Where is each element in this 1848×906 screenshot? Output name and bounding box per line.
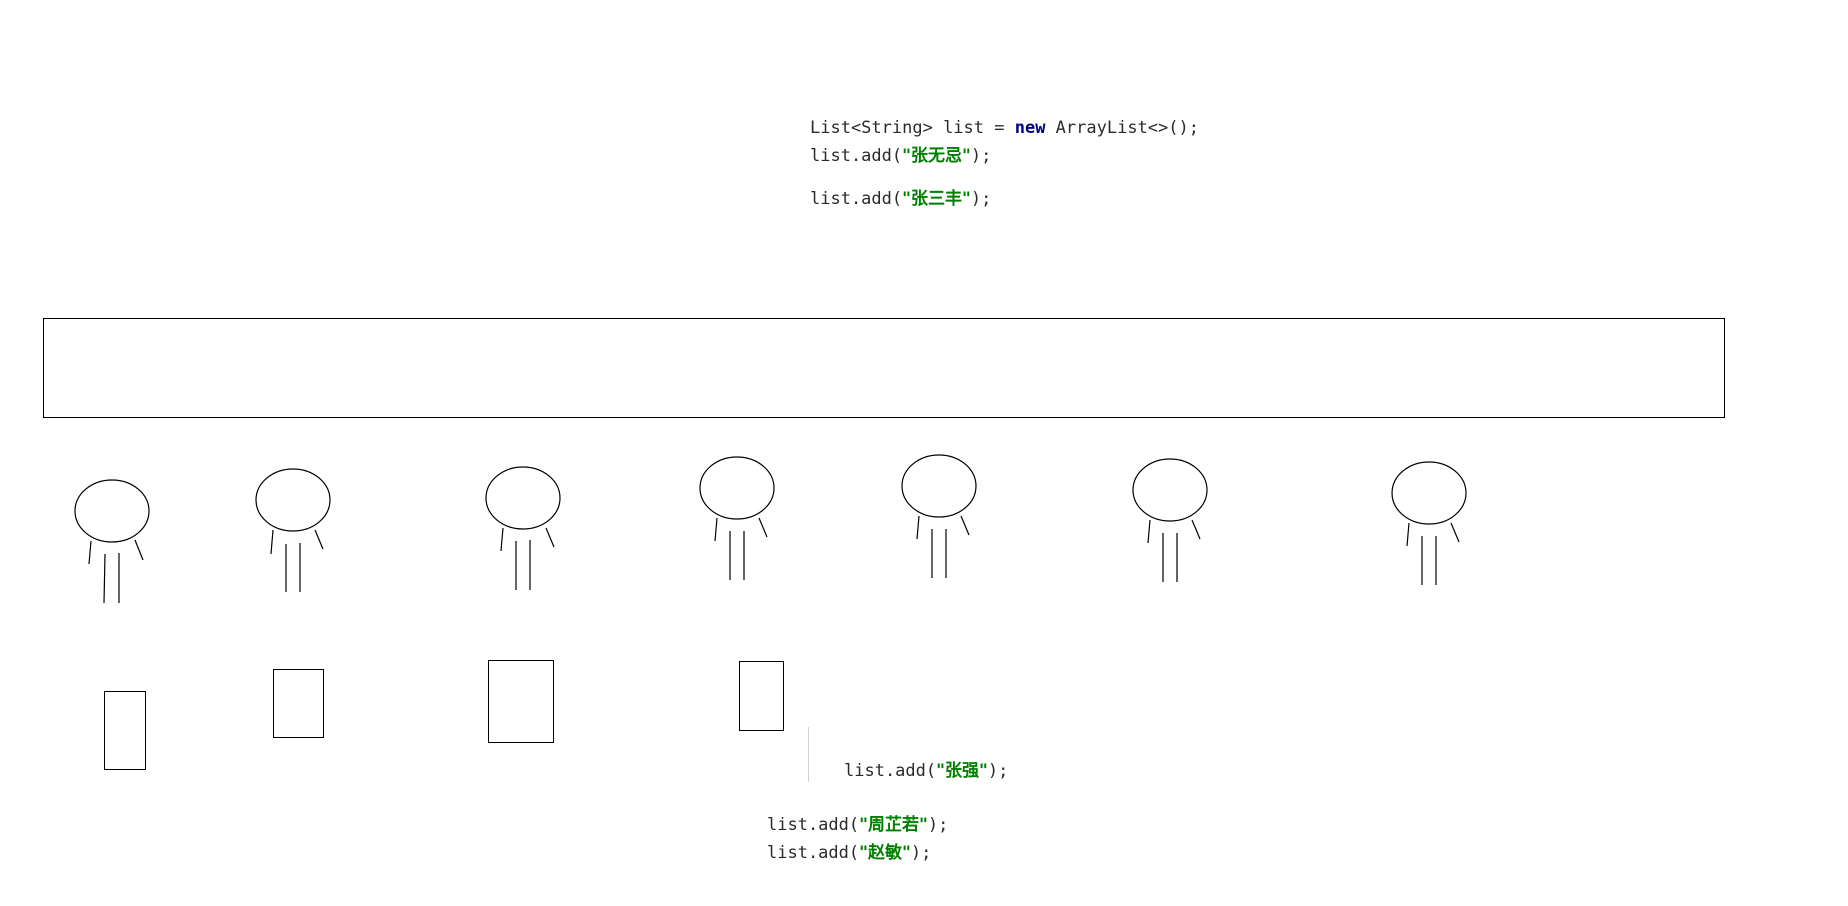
- code-line-add-2: list.add("张三丰");: [810, 189, 991, 209]
- code-string: "张三丰": [902, 189, 971, 209]
- person-figure-2: [255, 468, 331, 592]
- code-line-add-4: list.add("周芷若");: [767, 815, 948, 835]
- box-2: [273, 669, 324, 738]
- person-figure-7: [1391, 461, 1467, 585]
- code-call: list.add(: [810, 146, 903, 166]
- person-figure-6: [1132, 458, 1208, 582]
- code-call: list.add(: [844, 761, 937, 781]
- box-1: [104, 691, 146, 770]
- code-call: list.add(: [767, 815, 860, 835]
- code-call: list.add(: [767, 843, 860, 863]
- code-close: );: [970, 146, 992, 166]
- code-close: );: [910, 843, 932, 863]
- person-figure-5: [901, 454, 977, 578]
- code-line-declaration: List<String> list = new ArrayList<>();: [810, 118, 1199, 138]
- code-line-add-5: list.add("赵敏");: [767, 843, 931, 863]
- code-keyword: new: [1014, 118, 1046, 138]
- code-var: list =: [932, 118, 1015, 138]
- code-call: list.add(: [810, 189, 903, 209]
- box-3: [488, 660, 554, 743]
- person-figure-3: [485, 466, 561, 590]
- person-figure-1: [74, 479, 150, 604]
- code-string: "张强": [936, 761, 988, 781]
- code-string: "张无忌": [902, 146, 971, 166]
- code-constructor: ArrayList<>();: [1045, 118, 1199, 138]
- container-rectangle: [43, 318, 1725, 418]
- code-line-add-1: list.add("张无忌");: [810, 146, 991, 166]
- editor-margin-line: [808, 727, 809, 782]
- code-string: "赵敏": [859, 843, 911, 863]
- person-figure-4: [699, 456, 775, 580]
- code-close: );: [987, 761, 1009, 781]
- code-line-add-3: list.add("张强");: [844, 761, 1008, 781]
- code-string: "周芷若": [859, 815, 928, 835]
- code-close: );: [927, 815, 949, 835]
- code-close: );: [970, 189, 992, 209]
- box-4: [739, 661, 784, 731]
- code-type: List<String>: [810, 118, 933, 138]
